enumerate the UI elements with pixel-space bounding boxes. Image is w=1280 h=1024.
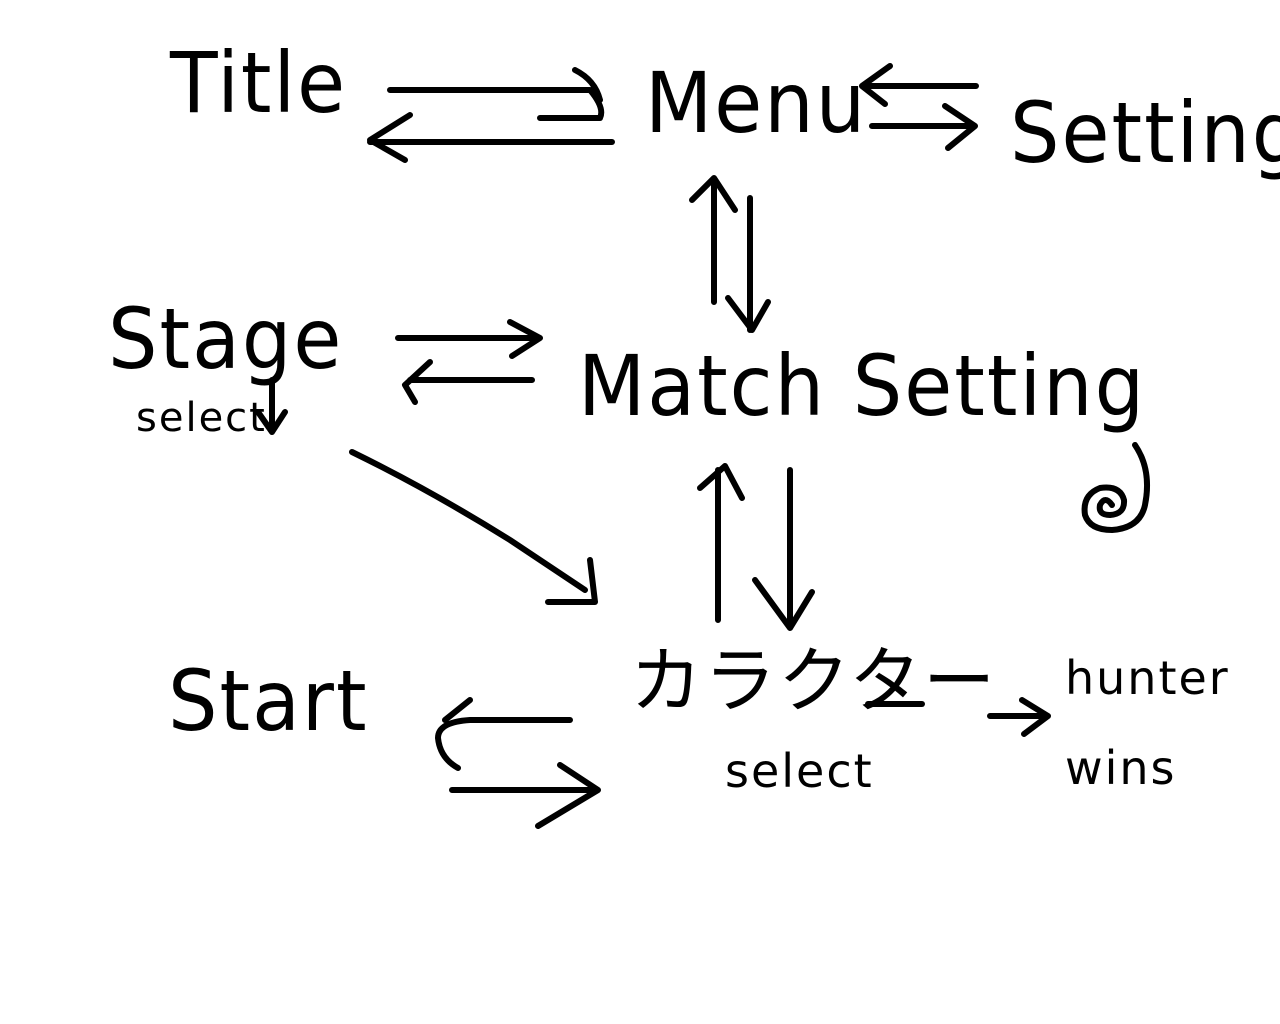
node-menu: Menu: [645, 55, 868, 153]
arrow-menu-to-match: [725, 195, 771, 333]
arrow-character-to-match: [697, 463, 745, 623]
arrow-character-to-start: [435, 697, 573, 771]
node-setting: Setting: [1010, 85, 1280, 183]
arrow-stage-to-character: [349, 449, 598, 605]
node-start: Start: [168, 653, 369, 751]
arrow-match-to-character: [752, 467, 815, 631]
arrow-setting-to-menu: [859, 63, 979, 107]
arrow-character-to-hunter: [987, 697, 1051, 737]
node-title: Title: [170, 35, 348, 133]
node-match-setting: Match Setting: [578, 338, 1147, 436]
arrow-menu-to-setting: [869, 103, 978, 151]
node-hunter: hunter: [1065, 651, 1230, 705]
spiral-doodle-icon: [1081, 442, 1150, 533]
node-character-sub: select: [725, 744, 874, 798]
node-stage: Stage: [108, 291, 344, 389]
node-stage-sub: select: [136, 395, 267, 441]
arrow-title-to-menu: [387, 67, 605, 121]
arrow-start-to-character: [449, 762, 601, 829]
arrow-menu-to-title: [367, 112, 615, 163]
node-character: カラクター: [630, 639, 998, 723]
arrow-match-to-stage: [402, 359, 535, 405]
arrow-stage-down: [255, 377, 288, 435]
arrow-stage-to-match: [395, 319, 543, 359]
node-wins: wins: [1065, 741, 1177, 795]
arrow-match-to-menu: [689, 175, 738, 305]
